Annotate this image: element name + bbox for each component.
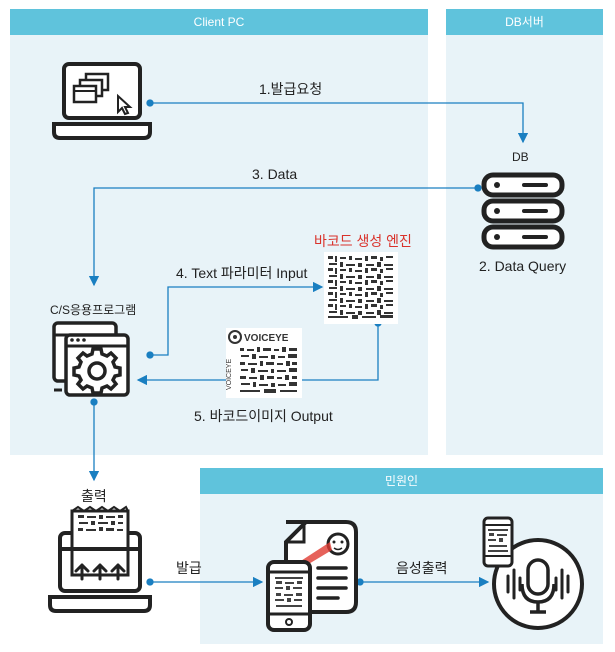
voice-output-label: 음성출력 [396, 560, 448, 576]
app-gear-icon [52, 321, 130, 397]
data-label: 3. Data [252, 166, 298, 182]
data-query-label: 2. Data Query [479, 258, 567, 274]
phone-document-icon [266, 520, 358, 632]
barcode-line [136, 323, 379, 386]
barcode-icon [324, 252, 398, 324]
svg-text:VOICEYE: VOICEYE [226, 359, 233, 390]
text-param-label: 4. Text 파라미터 Input [176, 265, 308, 281]
civil-header: 민원인 [200, 468, 603, 494]
data-line [88, 187, 478, 287]
issue-label: 발급 [176, 560, 202, 576]
voice-speaker-icon [482, 516, 584, 630]
cs-app-label: C/S응용프로그램 [50, 303, 137, 317]
laptop-windows-icon [52, 62, 152, 140]
barcode-output-label: 5. 바코드이미지 Output [194, 408, 333, 424]
request-label: 1.발급요청 [259, 81, 323, 97]
client-pc-header: Client PC [10, 9, 428, 35]
param-line [150, 281, 324, 356]
voiceye-barcode-icon: VOICEYE VOICEYE [226, 328, 302, 398]
printer-laptop-icon [48, 505, 152, 613]
barcode-engine-label: 바코드 생성 엔진 [314, 233, 412, 249]
print-label: 출력 [81, 488, 107, 504]
db-server-header: DB서버 [446, 9, 603, 35]
svg-text:VOICEYE: VOICEYE [244, 333, 289, 344]
db-label: DB [512, 150, 529, 164]
request-line [150, 102, 529, 144]
database-server-icon [481, 172, 565, 250]
